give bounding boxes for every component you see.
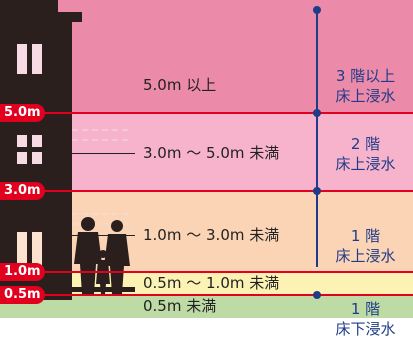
floor-label-3f-plus-line2: 床上浸水 (335, 87, 396, 105)
band-under-05m (0, 296, 413, 318)
house-silhouette (0, 0, 130, 300)
threshold-line-3m (0, 190, 413, 192)
floor-axis-dot-5m (313, 109, 321, 117)
floor-axis-dot-05m (313, 291, 321, 299)
depth-label-05-1m: 0.5m ～ 1.0m 未満 (143, 274, 280, 292)
marker-05m: 0.5m (0, 286, 45, 304)
threshold-line-1m (0, 271, 413, 273)
marker-1m: 1.0m (0, 263, 45, 281)
floor-axis-dot-3m (313, 187, 321, 195)
floor-label-1f-below-line2: 床下浸水 (335, 320, 396, 338)
floor-label-1f-above: 1 階 床上浸水 (318, 226, 413, 266)
depth-label-3-5m: 3.0m ～ 5.0m 未満 (143, 144, 280, 162)
floor-label-1f-below: 1 階 床下浸水 (318, 299, 413, 339)
leader-1-3m (70, 235, 135, 236)
floor-label-3f-plus: 3 階以上 床上浸水 (318, 66, 413, 106)
depth-label-5m-plus: 5.0m 以上 (143, 76, 217, 94)
family-silhouette-icon (74, 217, 130, 294)
floor-axis-dot-top (313, 6, 321, 14)
ground-bar (0, 287, 135, 292)
floor-label-1f-below-line1: 1 階 (350, 300, 381, 318)
marker-3m: 3.0m (0, 182, 45, 200)
floor-label-1f-above-line2: 床上浸水 (335, 247, 396, 265)
floor-axis-line (316, 10, 318, 267)
floor-label-3f-plus-line1: 3 階以上 (335, 67, 396, 85)
floor-label-1f-above-line1: 1 階 (350, 227, 381, 245)
floor-label-2f-line1: 2 階 (350, 135, 381, 153)
depth-label-under-05m: 0.5m 未満 (143, 297, 217, 315)
floor-label-2f-line2: 床上浸水 (335, 155, 396, 173)
marker-5m: 5.0m (0, 104, 45, 122)
threshold-line-05m (0, 294, 413, 296)
ground (0, 318, 413, 343)
depth-label-1-3m: 1.0m ～ 3.0m 未満 (143, 226, 280, 244)
leader-3-5m (70, 153, 135, 154)
floor-label-2f: 2 階 床上浸水 (318, 134, 413, 174)
threshold-line-5m (0, 112, 413, 114)
